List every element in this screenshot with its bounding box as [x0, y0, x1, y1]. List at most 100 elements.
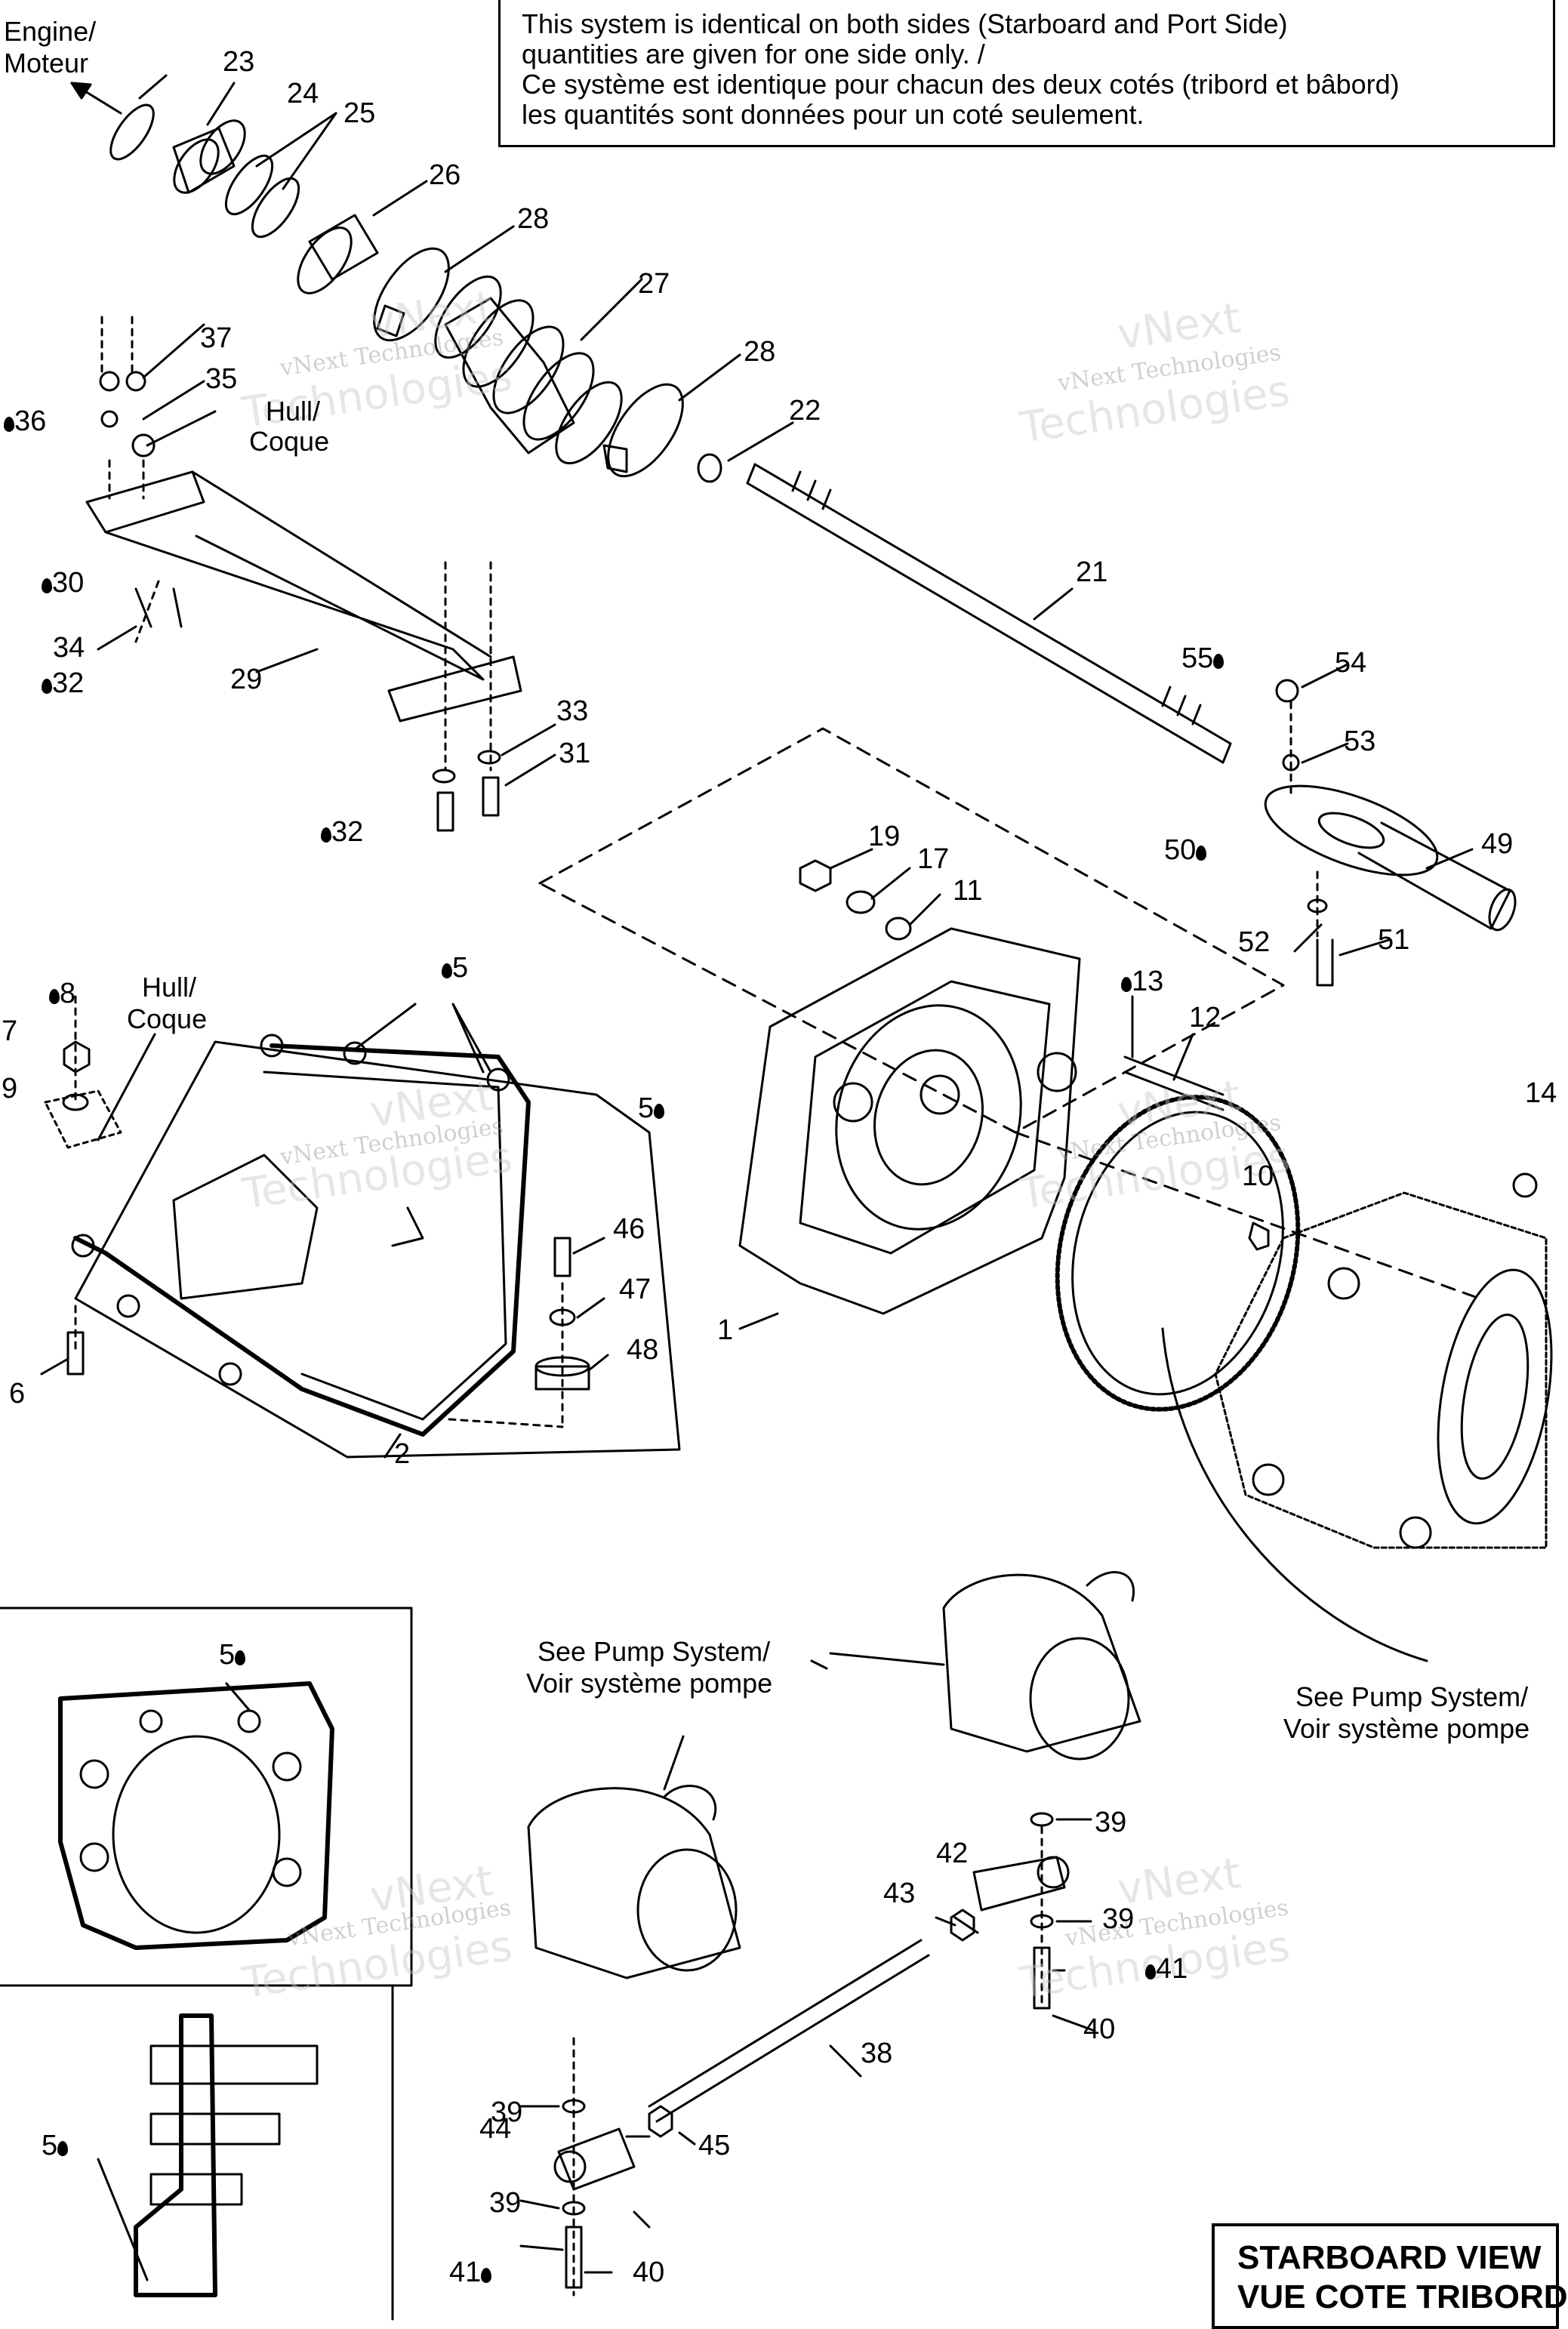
- callout-13: 13: [1121, 966, 1163, 997]
- view-title-en: STARBOARD VIEW: [1237, 2239, 1542, 2276]
- callout-1: 1: [717, 1314, 734, 1346]
- support-29: [85, 470, 205, 534]
- callout-37: 37: [200, 322, 233, 354]
- clamp-28-upper: [373, 247, 450, 342]
- label-hull-1: Hull/: [266, 396, 321, 427]
- steering-rod-38: [648, 1939, 923, 2108]
- nut-45: [648, 2105, 673, 2138]
- sealant-drop-icon: [1145, 1964, 1156, 1979]
- callout-11: 11: [953, 875, 983, 907]
- callout-6: 6: [9, 1378, 26, 1409]
- callout-33: 33: [556, 695, 589, 727]
- callout-52: 52: [1238, 926, 1271, 958]
- callout-48: 48: [627, 1334, 659, 1366]
- callout-43: 43: [883, 1878, 916, 1909]
- callout-47: 47: [619, 1274, 652, 1305]
- boot-27: [444, 297, 575, 454]
- callout-21: 21: [1076, 556, 1108, 588]
- callout-28b: 28: [744, 336, 776, 368]
- note-box: This system is identical on both sides (…: [498, 0, 1555, 147]
- callout-44: 44: [479, 2113, 512, 2145]
- note-line-2: quantities are given for one side only. …: [522, 39, 985, 69]
- callout-51: 51: [1378, 924, 1410, 956]
- label-coque-2: Coque: [127, 1003, 208, 1034]
- callout-54: 54: [1335, 647, 1367, 679]
- note-line-1: This system is identical on both sides (…: [522, 8, 1288, 39]
- gasket-ring: [1055, 1095, 1301, 1412]
- callout-32a: 32: [42, 668, 84, 698]
- pump-housing-1: [738, 927, 1081, 1315]
- gasket-5: [73, 1043, 531, 1437]
- callout-39d: 39: [489, 2187, 522, 2219]
- callout-39b: 39: [1102, 1903, 1135, 1935]
- callout-38: 38: [861, 2038, 893, 2069]
- callout-2: 2: [394, 1438, 411, 1470]
- callout-26: 26: [429, 159, 461, 191]
- callout-42: 42: [936, 1838, 969, 1869]
- callout-41a: 41: [1145, 1954, 1188, 1984]
- sealant-drop-icon: [321, 827, 331, 843]
- label-hull-2: Hull/: [142, 972, 197, 1003]
- label-see-pump-2a: See Pump System/: [1295, 1681, 1529, 1712]
- callout-5c: 5: [219, 1640, 246, 1670]
- sealant-drop-icon: [1196, 846, 1207, 861]
- note-line-4: les quantités sont données pour un coté …: [522, 99, 1144, 130]
- o-ring-25a: [224, 154, 274, 216]
- hull-plate-2: [74, 1040, 681, 1459]
- label-coque-1: Coque: [249, 426, 330, 457]
- view-title-fr: VUE COTE TRIBORD: [1237, 2278, 1568, 2315]
- callout-8: 8: [49, 978, 75, 1009]
- callout-9: 9: [2, 1073, 18, 1104]
- callout-40b: 40: [633, 2257, 665, 2288]
- ball-joint-44: [557, 2127, 636, 2191]
- clip-10: [1248, 1221, 1270, 1251]
- callout-46: 46: [613, 1213, 645, 1245]
- callout-22: 22: [789, 395, 821, 427]
- callout-53: 53: [1344, 726, 1376, 757]
- callout-30: 30: [42, 568, 84, 598]
- callout-31: 31: [559, 738, 591, 769]
- plate-50: [1264, 784, 1439, 876]
- callout-40a: 40: [1083, 2013, 1116, 2045]
- sealant-drop-icon: [1121, 977, 1132, 992]
- callout-28a: 28: [517, 203, 550, 235]
- o-ring-25b: [251, 177, 300, 239]
- sealant-drop-icon: [57, 2141, 69, 2156]
- callout-10: 10: [1242, 1160, 1274, 1192]
- view-title-box: STARBOARD VIEW VUE COTE TRIBORD: [1212, 2223, 1568, 2329]
- callout-45: 45: [698, 2130, 731, 2161]
- drive-shaft-21: [746, 482, 1225, 764]
- callout-17: 17: [917, 843, 950, 875]
- sealant-drop-icon: [235, 1650, 246, 1665]
- stud-12: [1123, 1055, 1225, 1096]
- sealant-drop-icon: [42, 679, 52, 694]
- bearing-26: [308, 214, 379, 281]
- inset-box-bottom: [0, 1984, 394, 2321]
- assembly-boundary: [538, 727, 1285, 1134]
- pump-casing: [1214, 1191, 1548, 1549]
- callout-49: 49: [1481, 828, 1514, 860]
- nut-19: [799, 859, 832, 892]
- spacer-22: [697, 453, 722, 483]
- callout-39c: 39: [491, 2096, 523, 2128]
- callout-39a: 39: [1095, 1807, 1127, 1838]
- callout-50: 50: [1164, 835, 1207, 865]
- callout-34: 34: [53, 632, 85, 664]
- callout-27: 27: [638, 268, 670, 300]
- nut-43: [950, 1908, 975, 1942]
- callout-29: 29: [230, 664, 263, 695]
- label-see-pump-2b: Voir système pompe: [1283, 1713, 1530, 1744]
- label-moteur: Moteur: [4, 48, 89, 79]
- sleeve-49: [1357, 821, 1511, 930]
- callout-55: 55: [1181, 643, 1225, 673]
- callout-35: 35: [205, 363, 238, 395]
- callout-5d: 5: [42, 2130, 69, 2161]
- grommet-48: [534, 1365, 590, 1391]
- clamp-28-lower: [607, 383, 684, 478]
- sealant-drop-icon: [442, 963, 452, 978]
- sealant-drop-icon: [4, 417, 14, 432]
- steering-nozzle-lower: [527, 1787, 741, 1979]
- nut-7: [63, 1040, 91, 1074]
- callout-24: 24: [287, 78, 319, 109]
